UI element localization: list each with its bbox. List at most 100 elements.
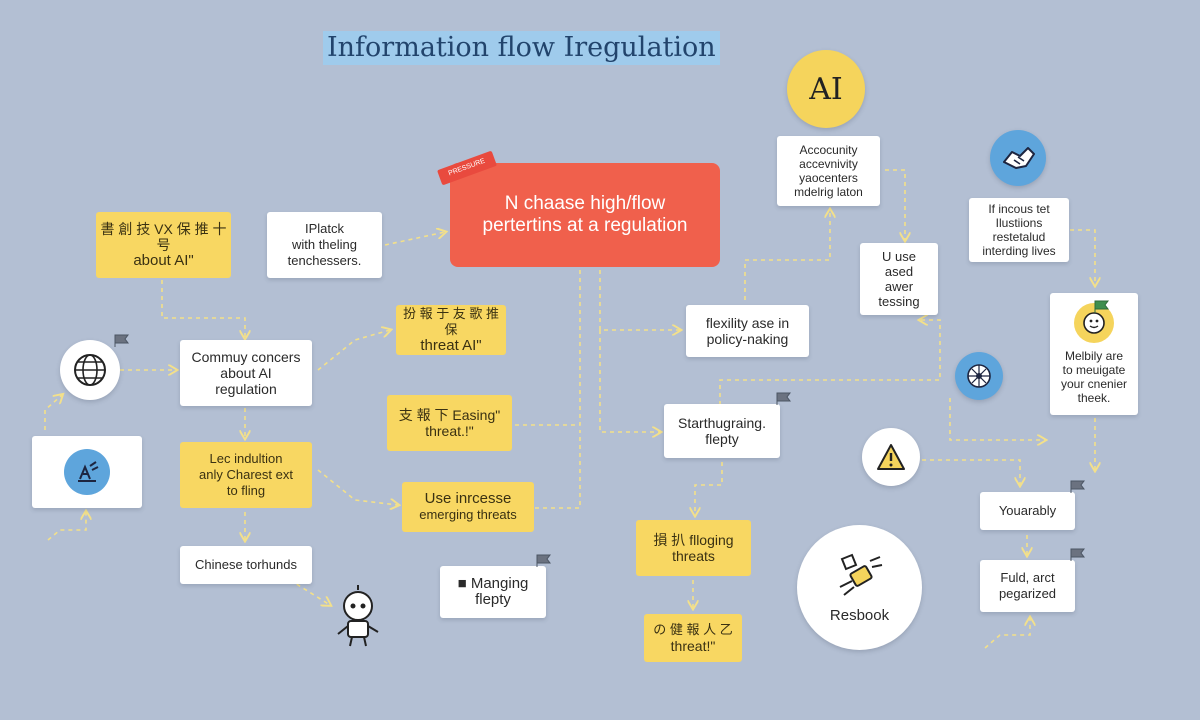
node-starthugraing[interactable]: Starthugraing. flepty bbox=[664, 404, 780, 458]
node-lec-line2: anly Charest ext bbox=[199, 467, 293, 482]
node-about-ai-line2: about AI" bbox=[133, 252, 194, 269]
node-accountability-line1: Accocunity bbox=[799, 143, 858, 157]
node-flanging-line2: flepty bbox=[475, 591, 511, 608]
node-community-line3: regulation bbox=[215, 381, 277, 397]
node-youarably-line1: Youarably bbox=[998, 503, 1057, 518]
node-iplatek-line3: tenchessers. bbox=[287, 253, 362, 268]
connector-community-threatai bbox=[317, 330, 390, 371]
face-icon bbox=[1083, 312, 1105, 334]
connector-center-flex bbox=[599, 270, 680, 330]
connector-left-up bbox=[44, 395, 62, 430]
node-fuld-line2: pegarized bbox=[998, 586, 1057, 601]
node-melb-line2: to meuigate bbox=[1062, 363, 1126, 377]
center-node-line1: N chaase high/flow bbox=[504, 193, 666, 214]
flag-icon bbox=[1070, 480, 1085, 493]
globe-icon bbox=[74, 354, 106, 386]
node-community-line1: Commuy concers bbox=[191, 349, 301, 365]
flag-icon bbox=[1070, 548, 1085, 561]
node-melbility[interactable]: Melbily are to meuigate your cnenier the… bbox=[1050, 293, 1138, 415]
node-youarably[interactable]: Youarably bbox=[980, 492, 1075, 530]
handshake-node[interactable] bbox=[990, 130, 1046, 186]
warning-icon bbox=[877, 444, 905, 470]
flag-icon bbox=[536, 554, 551, 567]
connector-start-uuse bbox=[719, 320, 941, 405]
node-use-inrcesse[interactable]: Use inrcesse emerging threats bbox=[402, 482, 534, 532]
node-fuld-line1: Fuld, arct bbox=[1000, 570, 1055, 585]
connector-network-right bbox=[949, 398, 1045, 440]
center-node-line2: pertertins at a regulation bbox=[482, 215, 688, 236]
node-use-line1: Use inrcesse bbox=[424, 490, 512, 507]
connector-account-side bbox=[885, 169, 905, 240]
scales-icon bbox=[839, 553, 882, 596]
node-accountability-line2: accevnivity bbox=[799, 157, 858, 171]
node-flexility[interactable]: flexility ase in policy-naking bbox=[686, 305, 809, 357]
globe-node[interactable] bbox=[60, 340, 120, 400]
node-lec-indultion[interactable]: Lec indultion anly Charest ext to fling bbox=[180, 442, 312, 508]
node-u-use-line2: ased bbox=[884, 264, 914, 279]
node-threat-bottom-line2: threat!" bbox=[670, 638, 716, 654]
node-resbook-label: Resbook bbox=[829, 607, 890, 624]
node-threat-bottom[interactable]: の 健 報 人 乙 threat!" bbox=[644, 614, 742, 662]
node-flloging-line1: 損 扒 flloging bbox=[653, 532, 734, 548]
node-start-line2: flepty bbox=[705, 431, 739, 447]
node-accountability[interactable]: Accocunity accevnivity yaocenters mdelri… bbox=[777, 136, 880, 206]
connector-aboutai-down bbox=[161, 280, 245, 338]
connector-flex-account bbox=[744, 210, 830, 300]
center-node[interactable]: N chaase high/flow pertertins at a regul… bbox=[450, 163, 720, 267]
node-fuld-arct[interactable]: Fuld, arct pegarized bbox=[980, 560, 1075, 612]
node-melb-line4: theek. bbox=[1077, 391, 1111, 405]
connector-left-bottom bbox=[47, 512, 86, 541]
warning-node[interactable] bbox=[862, 428, 920, 486]
flag-icon bbox=[114, 334, 129, 347]
network-node[interactable] bbox=[955, 352, 1003, 400]
node-community[interactable]: Commuy concers about AI regulation bbox=[180, 340, 312, 406]
node-melb-line1: Melbily are bbox=[1064, 349, 1123, 363]
robot-hand-node[interactable] bbox=[32, 436, 142, 508]
connector-lec-use bbox=[317, 469, 398, 505]
robot-hand-icon bbox=[78, 461, 99, 482]
network-icon bbox=[967, 364, 991, 388]
node-chinese-line1: Chinese torhunds bbox=[195, 557, 297, 572]
node-illustrations[interactable]: If incous tet Ilustiions restetalud inte… bbox=[969, 198, 1069, 262]
connector-use-center bbox=[535, 430, 581, 509]
node-easing-threat[interactable]: 支 報 下 Easing" threat.!" bbox=[387, 395, 512, 451]
diagram-title: Information flow Iregulation bbox=[323, 31, 720, 65]
node-about-ai-line1: 書 創 技 VX 保 推 十 号 bbox=[100, 221, 227, 253]
node-u-use[interactable]: U use ased awer tessing bbox=[860, 243, 938, 315]
connector-start-floging bbox=[695, 462, 723, 515]
node-chinese[interactable]: Chinese torhunds bbox=[180, 546, 312, 584]
connector-easing-center bbox=[515, 270, 581, 426]
robot-icon bbox=[337, 585, 379, 647]
node-accountability-line3: yaocenters bbox=[799, 171, 858, 185]
node-u-use-line1: U use bbox=[882, 249, 916, 264]
flag-icon bbox=[1094, 300, 1109, 313]
node-flexility-line2: policy-naking bbox=[706, 331, 789, 347]
node-community-line2: about AI bbox=[220, 365, 272, 381]
node-flanging[interactable]: ■ Manging flepty bbox=[440, 566, 546, 618]
node-u-use-line3: awer bbox=[884, 279, 914, 294]
node-flloging[interactable]: 損 扒 flloging threats bbox=[636, 520, 751, 576]
node-threat-ai[interactable]: 扮 報 于 友 歌 推 保 threat AI" bbox=[396, 305, 506, 355]
node-iplatek-line2: with theling bbox=[291, 237, 358, 252]
node-accountability-line4: mdelrig laton bbox=[794, 185, 863, 199]
node-illus-line3: restetalud bbox=[992, 230, 1046, 244]
node-iplatek-line1: IPlatck bbox=[304, 221, 344, 236]
node-flanging-line1: ■ Manging bbox=[457, 575, 529, 592]
connector-iplatek-center bbox=[384, 232, 445, 246]
ai-badge-label: AI bbox=[809, 71, 843, 107]
node-start-line1: Starthugraing. bbox=[678, 415, 766, 431]
connector-illus-melb bbox=[1070, 229, 1095, 285]
node-use-line2: emerging threats bbox=[419, 507, 517, 522]
node-lec-line3: to fling bbox=[226, 483, 266, 498]
node-melb-line3: your cnenier bbox=[1060, 377, 1128, 391]
node-iplatek[interactable]: IPlatck with theling tenchessers. bbox=[267, 212, 382, 278]
node-flexility-line1: flexility ase in bbox=[705, 315, 790, 331]
node-about-ai[interactable]: 書 創 技 VX 保 推 十 号 about AI" bbox=[96, 212, 231, 278]
handshake-icon bbox=[1003, 147, 1035, 169]
face-icon-wrap bbox=[1074, 303, 1114, 343]
connector-fuld-bottom bbox=[984, 618, 1030, 649]
node-lec-line1: Lec indultion bbox=[209, 451, 283, 466]
resbook-node[interactable]: Resbook bbox=[797, 525, 922, 650]
